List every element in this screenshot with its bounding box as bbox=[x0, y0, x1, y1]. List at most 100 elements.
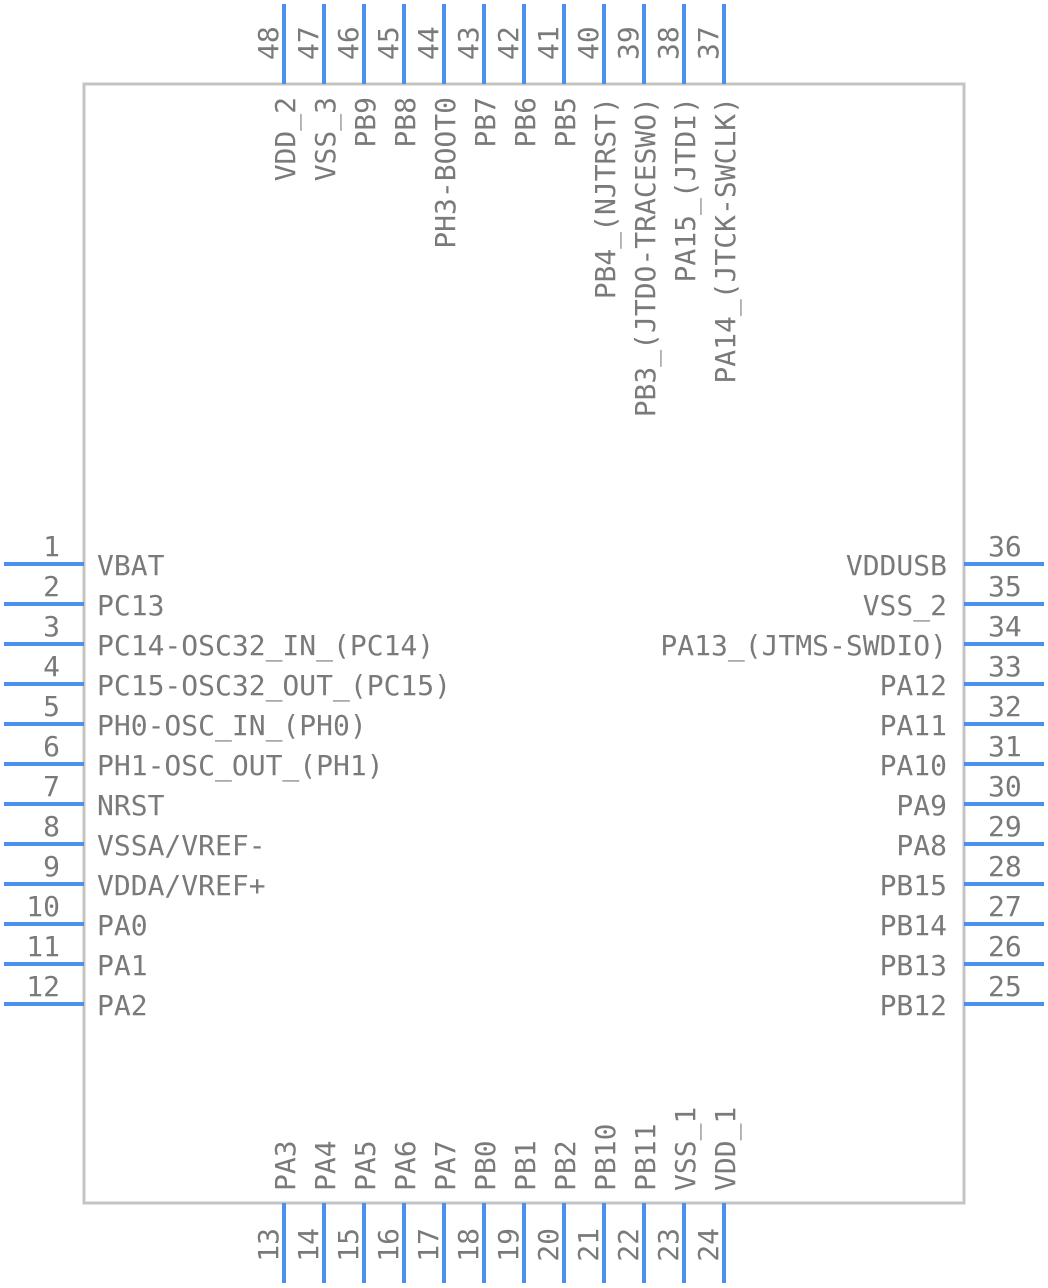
pin-13-number: 13 bbox=[252, 1228, 285, 1262]
pin-45-number: 45 bbox=[372, 26, 405, 60]
pin-25-number: 25 bbox=[988, 970, 1022, 1003]
pin-1-number: 1 bbox=[43, 530, 60, 563]
pin-24-number: 24 bbox=[692, 1228, 725, 1262]
pin-9-number: 9 bbox=[43, 850, 60, 883]
pin-11-label: PA1 bbox=[97, 949, 148, 982]
pin-26-number: 26 bbox=[988, 930, 1022, 963]
pin-12-label: PA2 bbox=[97, 989, 148, 1022]
pin-31-number: 31 bbox=[988, 730, 1022, 763]
pin-6-number: 6 bbox=[43, 730, 60, 763]
pin-44-number: 44 bbox=[412, 26, 445, 60]
pin-11-number: 11 bbox=[26, 930, 60, 963]
pin-19-number: 19 bbox=[492, 1228, 525, 1262]
pin-5-number: 5 bbox=[43, 690, 60, 723]
pin-17-label: PA7 bbox=[429, 1140, 462, 1191]
pin-9-label: VDDA/VREF+ bbox=[97, 869, 266, 902]
pin-43-number: 43 bbox=[452, 26, 485, 60]
pin-40-label: PB4_(NJTRST) bbox=[589, 97, 623, 299]
pin-12-number: 12 bbox=[26, 970, 60, 1003]
pin-13-label: PA3 bbox=[269, 1140, 302, 1191]
pin-28-number: 28 bbox=[988, 850, 1022, 883]
pin-22-label: PB11 bbox=[629, 1124, 662, 1191]
pin-24-label: VDD_1 bbox=[709, 1107, 743, 1191]
pin-23-label: VSS_1 bbox=[669, 1107, 703, 1191]
pin-37-label: PA14_(JTCK-SWCLK) bbox=[709, 97, 743, 384]
pin-36-number: 36 bbox=[988, 530, 1022, 563]
pin-35-number: 35 bbox=[988, 570, 1022, 603]
pin-41-label: PB5 bbox=[549, 97, 582, 148]
pin-30-number: 30 bbox=[988, 770, 1022, 803]
pin-28-label: PB15 bbox=[880, 869, 947, 902]
pin-38-number: 38 bbox=[652, 26, 685, 60]
pin-3-number: 3 bbox=[43, 610, 60, 643]
pin-38-label: PA15_(JTDI) bbox=[669, 97, 703, 282]
pin-4-label: PC15-OSC32_OUT_(PC15) bbox=[97, 669, 451, 703]
pin-7-label: NRST bbox=[97, 789, 165, 822]
pin-34-number: 34 bbox=[988, 610, 1022, 643]
pin-32-number: 32 bbox=[988, 690, 1022, 723]
pin-45-label: PB8 bbox=[389, 97, 422, 148]
pin-39-label: PB3_(JTDO-TRACESWO) bbox=[629, 97, 663, 417]
pin-15-label: PA5 bbox=[349, 1140, 382, 1191]
pin-27-number: 27 bbox=[988, 890, 1022, 923]
pin-46-label: PB9 bbox=[349, 97, 382, 148]
right-pin-group: 36VDDUSB35VSS_234PA13_(JTMS-SWDIO)33PA12… bbox=[660, 530, 1044, 1022]
pin-16-label: PA6 bbox=[389, 1140, 422, 1191]
bottom-pin-group: 13PA314PA415PA516PA617PA718PB019PB120PB2… bbox=[252, 1107, 743, 1283]
pin-32-label: PA11 bbox=[880, 709, 947, 742]
pin-27-label: PB14 bbox=[880, 909, 947, 942]
pin-17-number: 17 bbox=[412, 1228, 445, 1262]
ic-body bbox=[82, 82, 966, 1205]
pin-21-number: 21 bbox=[572, 1228, 605, 1262]
pin-40-number: 40 bbox=[572, 26, 605, 60]
pin-10-label: PA0 bbox=[97, 909, 148, 942]
pin-47-label: VSS_3 bbox=[309, 97, 343, 181]
pin-18-label: PB0 bbox=[469, 1140, 502, 1191]
pin-35-label: VSS_2 bbox=[863, 589, 947, 623]
pin-25-label: PB12 bbox=[880, 989, 947, 1022]
pin-22-number: 22 bbox=[612, 1228, 645, 1262]
pin-6-label: PH1-OSC_OUT_(PH1) bbox=[97, 749, 384, 783]
pin-33-label: PA12 bbox=[880, 669, 947, 702]
pin-23-number: 23 bbox=[652, 1228, 685, 1262]
pin-2-label: PC13 bbox=[97, 589, 164, 622]
pin-14-number: 14 bbox=[292, 1228, 325, 1262]
pin-30-label: PA9 bbox=[896, 789, 947, 822]
pin-1-label: VBAT bbox=[97, 549, 165, 582]
pin-31-label: PA10 bbox=[880, 749, 947, 782]
pin-3-label: PC14-OSC32_IN_(PC14) bbox=[97, 629, 434, 663]
pin-41-number: 41 bbox=[532, 26, 565, 60]
pin-34-label: PA13_(JTMS-SWDIO) bbox=[660, 629, 947, 663]
pin-2-number: 2 bbox=[43, 570, 60, 603]
pin-5-label: PH0-OSC_IN_(PH0) bbox=[97, 709, 367, 743]
pin-42-label: PB6 bbox=[509, 97, 542, 148]
pin-18-number: 18 bbox=[452, 1228, 485, 1262]
pin-44-label: PH3-BOOT0 bbox=[429, 97, 462, 249]
pin-47-number: 47 bbox=[292, 26, 325, 60]
pin-36-label: VDDUSB bbox=[846, 549, 947, 582]
pin-15-number: 15 bbox=[332, 1228, 365, 1262]
pin-42-number: 42 bbox=[492, 26, 525, 60]
pin-10-number: 10 bbox=[26, 890, 60, 923]
pin-14-label: PA4 bbox=[309, 1140, 342, 1191]
pin-8-label: VSSA/VREF- bbox=[97, 829, 266, 862]
pin-20-number: 20 bbox=[532, 1228, 565, 1262]
pin-43-label: PB7 bbox=[469, 97, 502, 148]
pin-7-number: 7 bbox=[43, 770, 60, 803]
pin-8-number: 8 bbox=[43, 810, 60, 843]
pin-46-number: 46 bbox=[332, 26, 365, 60]
pin-37-number: 37 bbox=[692, 26, 725, 60]
pin-20-label: PB2 bbox=[549, 1140, 582, 1191]
pin-29-label: PA8 bbox=[896, 829, 947, 862]
pin-48-label: VDD_2 bbox=[269, 97, 303, 181]
pin-48-number: 48 bbox=[252, 26, 285, 60]
pin-19-label: PB1 bbox=[509, 1140, 542, 1191]
pin-39-number: 39 bbox=[612, 26, 645, 60]
pin-29-number: 29 bbox=[988, 810, 1022, 843]
pin-21-label: PB10 bbox=[589, 1124, 622, 1191]
pin-26-label: PB13 bbox=[880, 949, 947, 982]
pin-4-number: 4 bbox=[43, 650, 60, 683]
